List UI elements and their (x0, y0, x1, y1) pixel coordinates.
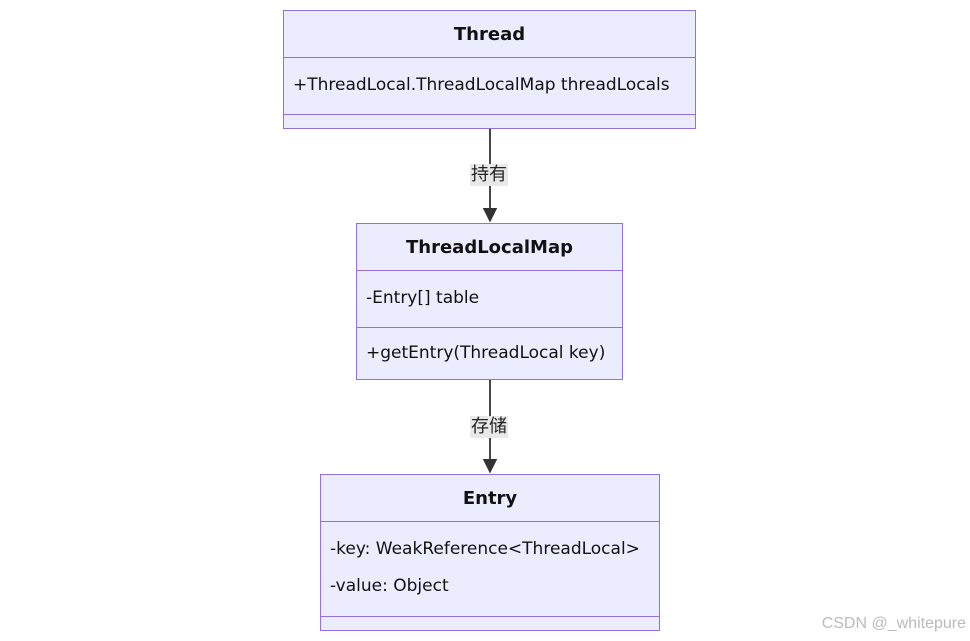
class-threadlocalmap: ThreadLocalMap -Entry[] table +getEntry(… (356, 223, 623, 380)
method-row: +getEntry(ThreadLocal key) (366, 343, 606, 363)
class-threadlocalmap-title: ThreadLocalMap (357, 224, 622, 271)
class-thread-title: Thread (284, 11, 695, 58)
class-entry: Entry -key: WeakReference<ThreadLocal> -… (320, 474, 660, 631)
class-entry-methods (321, 617, 659, 629)
class-threadlocalmap-methods: +getEntry(ThreadLocal key) (357, 328, 622, 378)
class-thread: Thread +ThreadLocal.ThreadLocalMap threa… (283, 10, 696, 129)
attribute-row: -value: Object (330, 576, 449, 596)
class-threadlocalmap-attributes: -Entry[] table (357, 271, 622, 328)
attribute-row: +ThreadLocal.ThreadLocalMap threadLocals (293, 75, 670, 95)
edge-label-store: 存储 (470, 416, 508, 438)
edge-label-hold: 持有 (470, 164, 508, 186)
class-entry-attributes: -key: WeakReference<ThreadLocal> -value:… (321, 522, 659, 617)
attribute-row: -key: WeakReference<ThreadLocal> (330, 539, 640, 559)
class-thread-methods (284, 115, 695, 127)
class-thread-attributes: +ThreadLocal.ThreadLocalMap threadLocals (284, 58, 695, 115)
attribute-row: -Entry[] table (366, 288, 480, 308)
class-entry-title: Entry (321, 475, 659, 522)
watermark: CSDN @_whitepure (821, 615, 966, 632)
